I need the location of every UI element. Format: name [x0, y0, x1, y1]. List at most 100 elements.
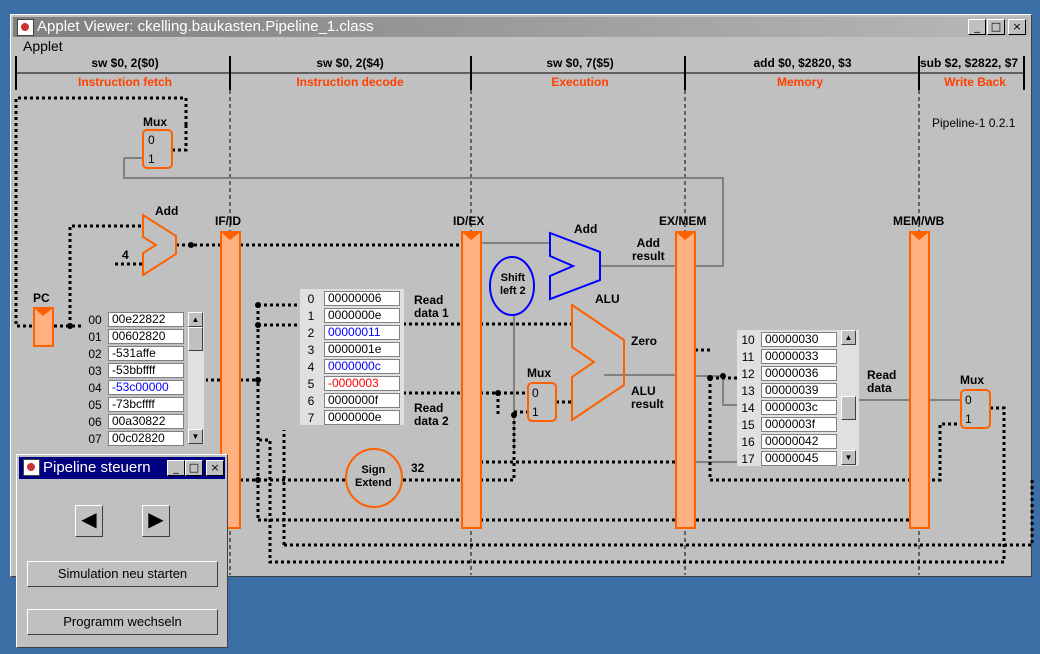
data-memory-value[interactable]: 00000039: [761, 383, 837, 398]
dialog-minimize-button[interactable]: _: [167, 460, 185, 476]
instruction-memory-value[interactable]: 00e22822: [108, 312, 184, 327]
mem-wb-register: [909, 231, 930, 529]
instruction-memory-index: 02: [88, 347, 102, 361]
data-memory-scrollbar[interactable]: ▲ ▼: [841, 330, 857, 465]
stage-if-instruction: sw $0, 2($0): [91, 56, 159, 70]
data-memory-row: 16 00000042: [737, 434, 841, 451]
mem-wb-label: MEM/WB: [893, 214, 945, 228]
change-program-button[interactable]: Programm wechseln: [27, 609, 218, 635]
pc-adder: [142, 213, 177, 277]
close-button[interactable]: ×: [1008, 19, 1026, 35]
register-value[interactable]: 0000000e: [324, 410, 400, 425]
data-memory-value[interactable]: 00000030: [761, 332, 837, 347]
dialog-maximize-button[interactable]: □: [185, 460, 203, 476]
alu-result-label: ALU result: [631, 384, 664, 411]
stage-mem-instruction: add $0, $2820, $3: [753, 56, 852, 70]
data-memory-index: 11: [741, 350, 755, 364]
data-memory-value[interactable]: 0000003f: [761, 417, 837, 432]
pc-label: PC: [33, 291, 50, 305]
dialog-close-button[interactable]: ×: [206, 460, 224, 476]
restart-simulation-button[interactable]: Simulation neu starten: [27, 561, 218, 587]
register-row: 0 00000006: [300, 291, 404, 308]
register-index: 2: [307, 326, 315, 340]
data-memory-value[interactable]: 00000036: [761, 366, 837, 381]
mux-alu-input-1: 1: [532, 405, 539, 419]
instruction-memory-index: 06: [88, 415, 102, 429]
instruction-memory-value[interactable]: 00a30822: [108, 414, 184, 429]
instruction-memory-row: 00 00e22822: [84, 312, 188, 329]
scroll-thumb[interactable]: [188, 327, 203, 351]
register-row: 5-0000003: [300, 376, 404, 393]
menu-bar: Applet: [13, 37, 1029, 55]
ex-mem-label: EX/MEM: [659, 214, 707, 228]
instruction-memory-value[interactable]: -531affe: [108, 346, 184, 361]
read-data-2-label: Read data 2: [414, 401, 449, 428]
mem-read-data-label: Read data: [867, 368, 897, 395]
mux-top-input-1: 1: [148, 152, 155, 166]
scroll-up-icon[interactable]: ▲: [188, 312, 203, 327]
instruction-memory-index: 00: [88, 313, 102, 327]
branch-adder: [549, 231, 601, 301]
alu: [571, 303, 625, 422]
shift-left-2: [489, 256, 535, 316]
scroll-down-icon[interactable]: ▼: [841, 450, 856, 465]
sign-extend: [345, 448, 403, 508]
mux-top: [142, 129, 173, 169]
stage-ex-instruction: sw $0, 7($5): [546, 56, 614, 70]
scroll-up-icon[interactable]: ▲: [841, 330, 856, 345]
register-value[interactable]: 0000001e: [324, 342, 400, 357]
pc-adder-constant: 4: [122, 248, 129, 262]
step-forward-button[interactable]: ▶: [142, 505, 170, 537]
data-memory-value[interactable]: 00000042: [761, 434, 837, 449]
stage-wb-label: Write Back: [944, 75, 1006, 89]
instruction-memory-index: 04: [88, 381, 102, 395]
register-row: 7 0000000e: [300, 410, 404, 427]
register-value[interactable]: 0000000c: [324, 359, 400, 374]
data-memory-value[interactable]: 00000033: [761, 349, 837, 364]
data-memory-index: 15: [741, 418, 755, 432]
maximize-button[interactable]: □: [987, 19, 1005, 35]
data-memory-index: 16: [741, 435, 755, 449]
register-value[interactable]: 00000006: [324, 291, 400, 306]
arrow-left-icon: ◀: [81, 509, 97, 531]
instruction-memory-row: 02 -531affe: [84, 346, 188, 363]
sign-extend-label: Sign Extend: [355, 464, 392, 489]
register-index: 3: [307, 343, 315, 357]
instruction-memory-value[interactable]: 00602820: [108, 329, 184, 344]
if-id-label: IF/ID: [215, 214, 241, 228]
instruction-memory-scrollbar[interactable]: ▲ ▼: [188, 312, 204, 444]
instruction-memory-value[interactable]: 00c02820: [108, 431, 184, 446]
pc-adder-label: Add: [155, 204, 179, 218]
register-index: 0: [307, 292, 315, 306]
dialog-title-bar[interactable]: Pipeline steuern _ □ ×: [19, 457, 225, 479]
register-value[interactable]: -0000003: [324, 376, 400, 391]
instruction-memory-row: 01 00602820: [84, 329, 188, 346]
stage-if-label: Instruction fetch: [77, 75, 172, 89]
step-back-button[interactable]: ◀: [75, 505, 103, 537]
data-memory-index: 14: [741, 401, 755, 415]
arrow-right-icon: ▶: [148, 509, 164, 531]
id-ex-register: [461, 231, 482, 529]
register-value[interactable]: 0000000f: [324, 393, 400, 408]
instruction-memory-value[interactable]: -53bbffff: [108, 363, 184, 378]
data-memory-value[interactable]: 00000045: [761, 451, 837, 466]
instruction-memory-value[interactable]: -53c00000: [108, 380, 184, 395]
register-index: 7: [307, 411, 315, 425]
menu-applet[interactable]: Applet: [23, 38, 63, 54]
mux-alu: [527, 382, 557, 422]
minimize-button[interactable]: _: [968, 19, 986, 35]
scroll-thumb[interactable]: [841, 396, 856, 420]
title-bar[interactable]: Applet Viewer: ckelling.baukasten.Pipeli…: [13, 17, 1029, 37]
register-value[interactable]: 00000011: [324, 325, 400, 340]
scroll-down-icon[interactable]: ▼: [188, 429, 203, 444]
data-memory-value[interactable]: 0000003c: [761, 400, 837, 415]
instruction-memory-index: 01: [88, 330, 102, 344]
instruction-memory-value[interactable]: -73bcffff: [108, 397, 184, 412]
register-value[interactable]: 0000000e: [324, 308, 400, 323]
data-memory-row: 11 00000033: [737, 349, 841, 366]
